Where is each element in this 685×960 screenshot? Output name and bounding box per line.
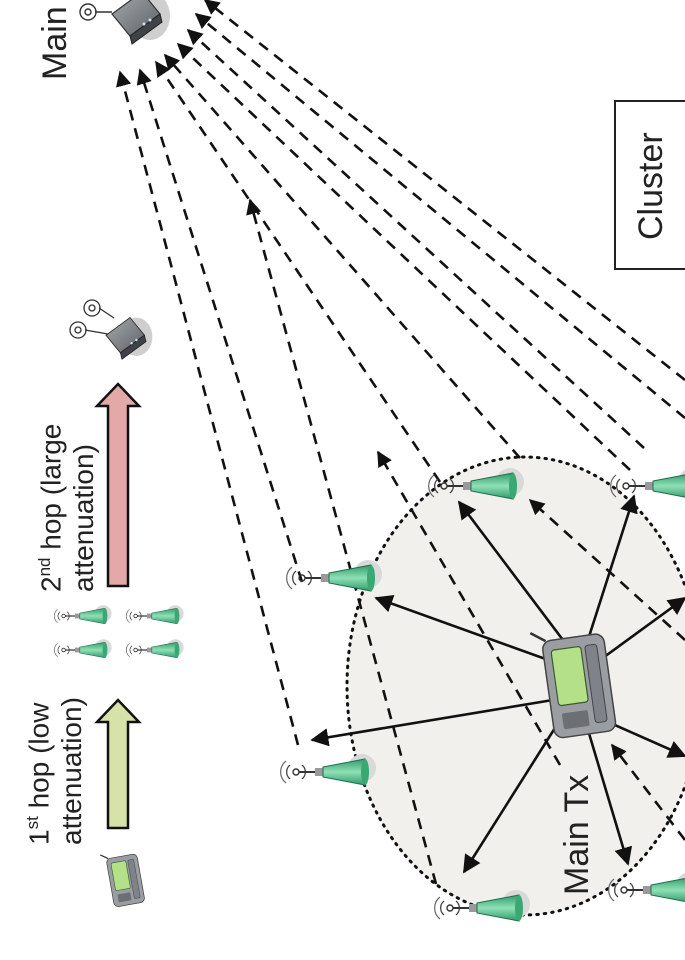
cluster-label-box	[614, 100, 685, 270]
main-receiver-label: Main	[36, 6, 74, 80]
second-hop-arrow	[94, 382, 142, 588]
cluster-label: Cluster	[632, 132, 670, 240]
main-transmitter-label: Main Tx	[558, 774, 596, 895]
router-icon	[105, 317, 153, 360]
relay-antenna-icon	[279, 753, 377, 786]
cluster-area	[345, 455, 685, 917]
first-hop-links	[310, 494, 685, 874]
handheld-radio-icon	[99, 848, 146, 909]
second-hop-links	[116, 0, 685, 885]
second-hop-label: 2nd hop (large attenuation)	[35, 423, 100, 592]
first-hop-arrow	[94, 698, 142, 830]
antenna-icon	[79, 3, 112, 21]
first-hop-label: 1st hop (low attenuation)	[23, 697, 88, 845]
router-icon	[111, 0, 171, 45]
relay-group-icon	[53, 604, 185, 659]
antenna-icon	[69, 299, 115, 339]
relay-antenna-icon	[285, 559, 383, 592]
